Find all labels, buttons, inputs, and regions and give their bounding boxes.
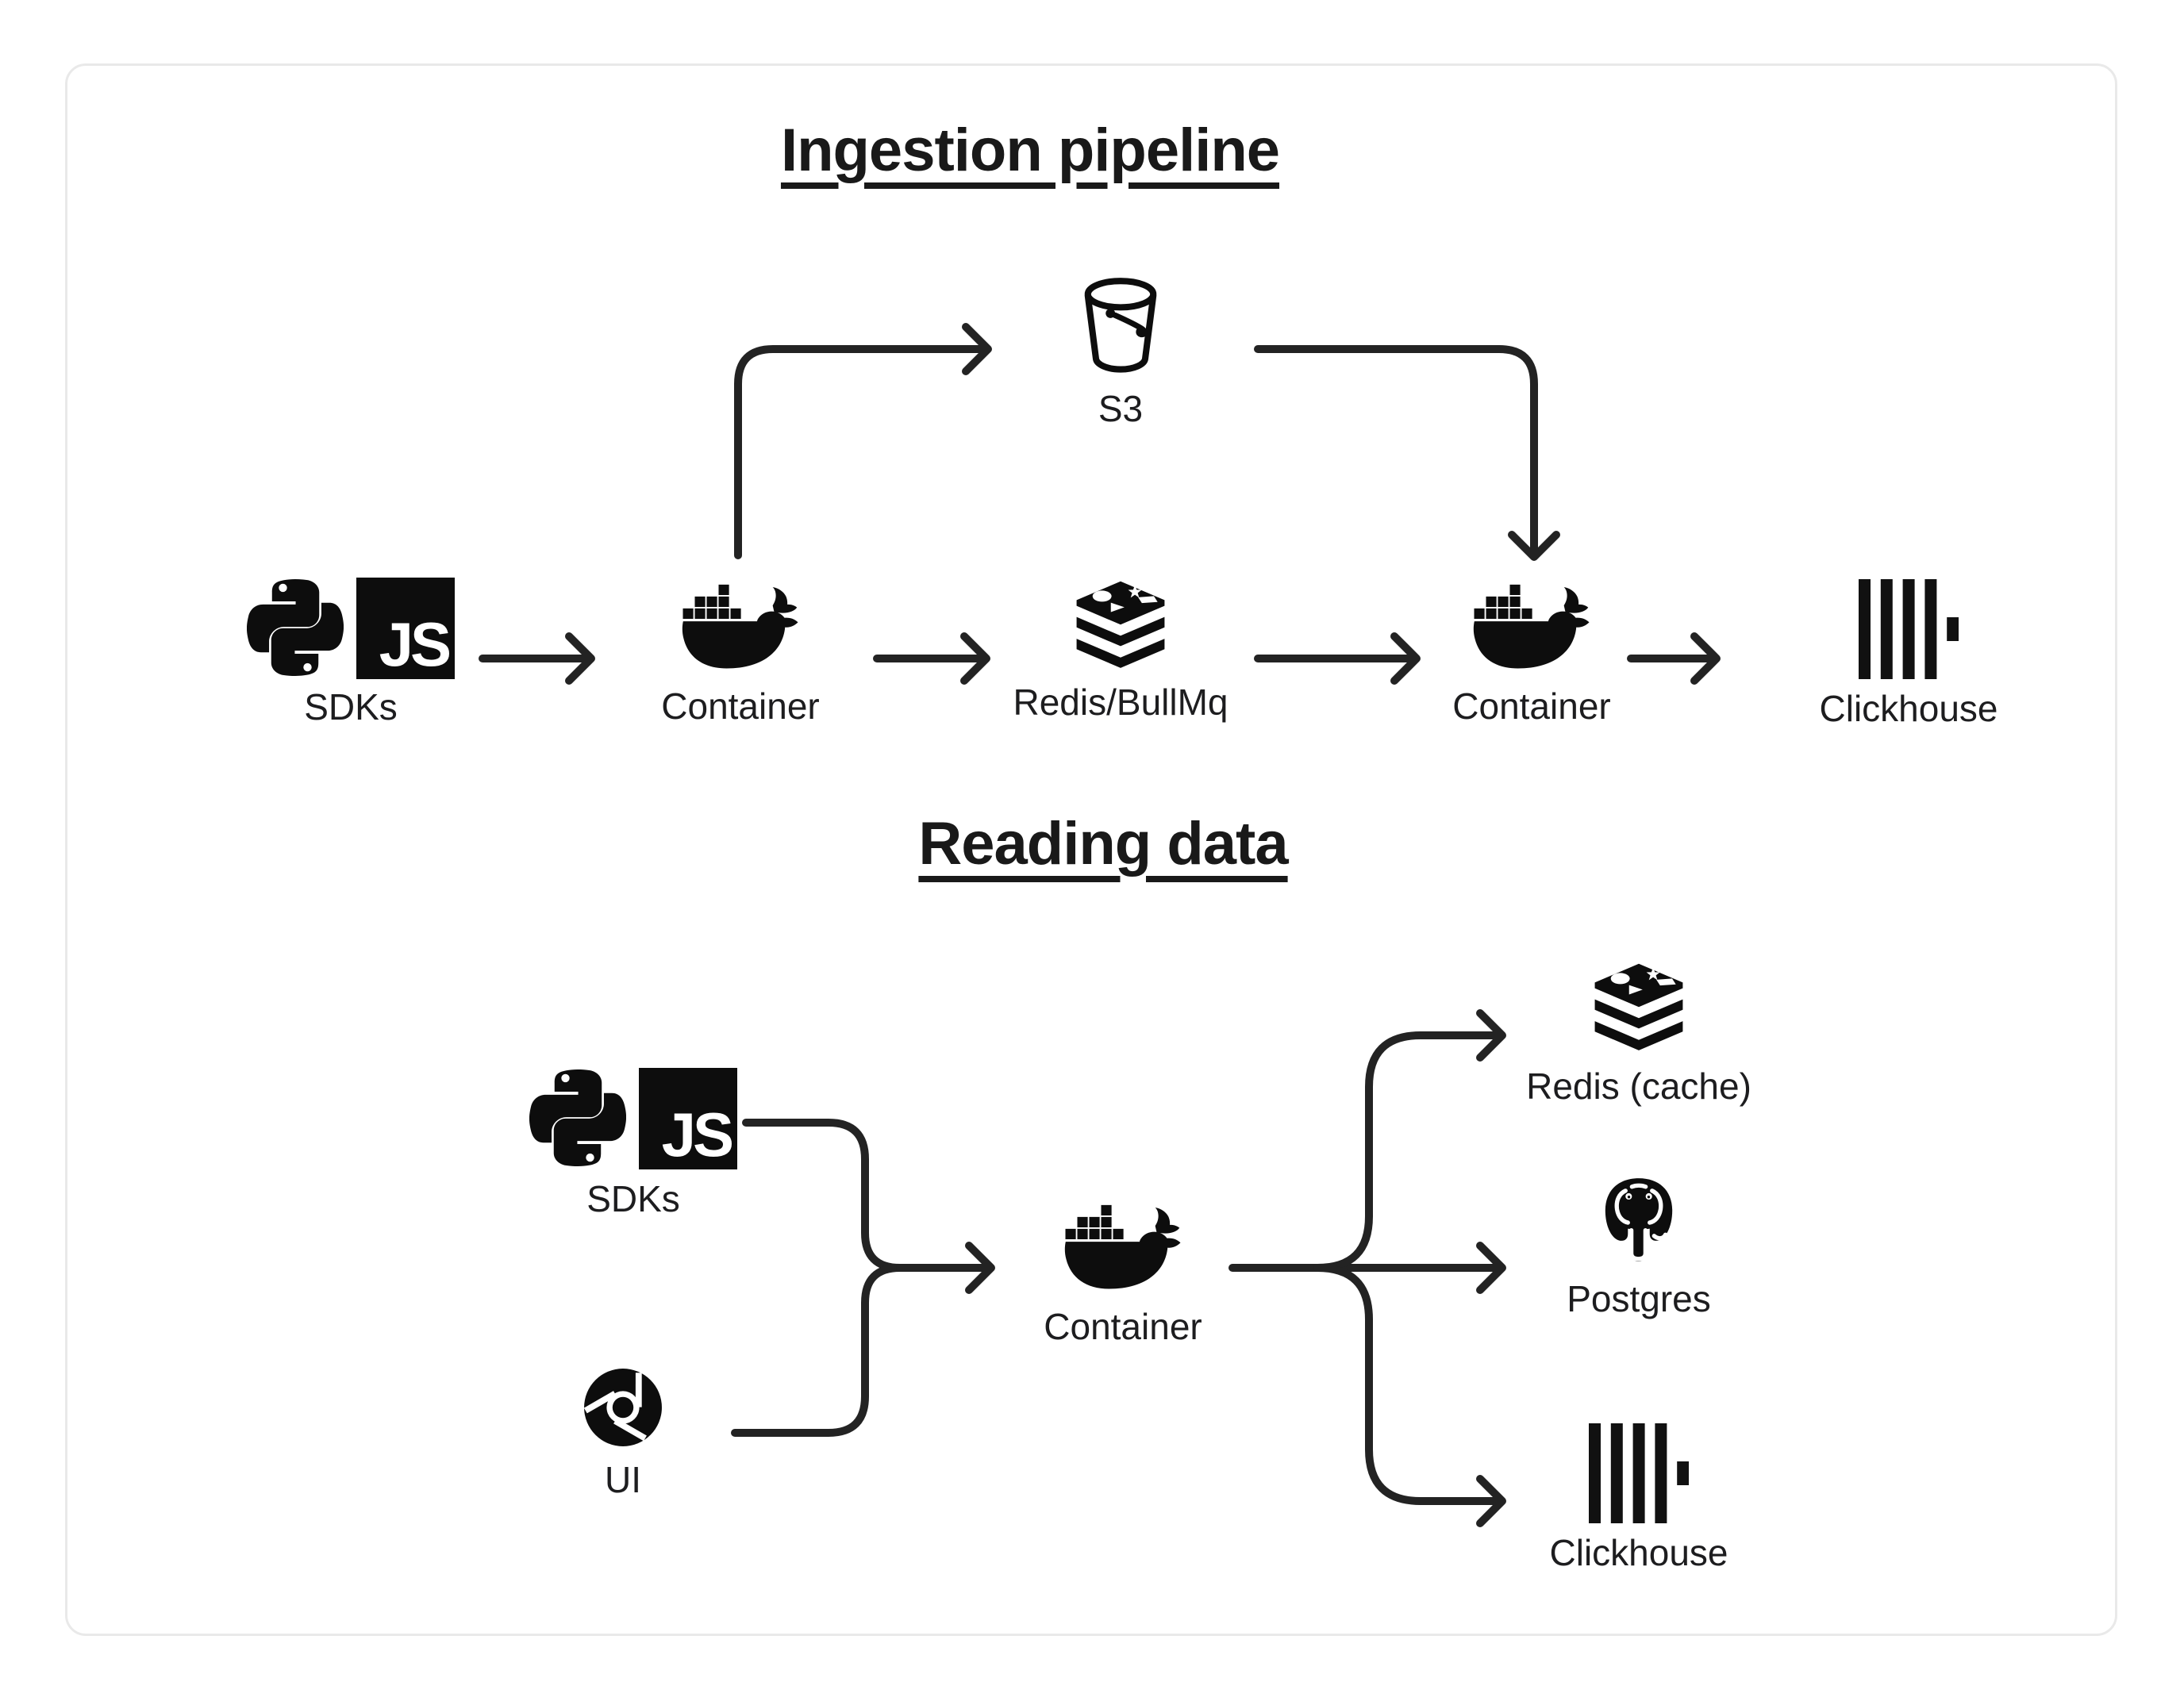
node-label: Clickhouse xyxy=(1549,1532,1728,1573)
node-label: Container xyxy=(661,685,820,727)
node-reading-redis-cache: Redis (cache) xyxy=(1512,960,1766,1107)
javascript-icon: JS xyxy=(639,1068,737,1169)
redis-icon xyxy=(1065,578,1176,671)
node-label: Postgres xyxy=(1567,1278,1711,1319)
redis-icon xyxy=(1583,960,1694,1054)
js-badge-text: JS xyxy=(661,1100,734,1170)
clickhouse-icon xyxy=(1589,1423,1689,1523)
node-label: Container xyxy=(1452,685,1611,727)
node-reading-postgres: Postgres xyxy=(1524,1173,1754,1319)
node-reading-sdks: JS SDKs xyxy=(522,1066,744,1219)
node-label: S3 xyxy=(1098,388,1144,429)
python-icon xyxy=(247,576,344,679)
node-label: Container xyxy=(1044,1306,1202,1347)
s3-bucket-icon xyxy=(1075,276,1166,378)
ingestion-title: Ingestion pipeline xyxy=(780,117,1280,184)
python-icon xyxy=(529,1066,626,1169)
javascript-icon: JS xyxy=(356,578,455,679)
docker-icon xyxy=(1063,1204,1182,1294)
node-ingestion-clickhouse: Clickhouse xyxy=(1798,579,2020,729)
node-reading-ui: UI xyxy=(516,1366,730,1500)
node-reading-clickhouse: Clickhouse xyxy=(1524,1423,1754,1573)
node-ingestion-redis: Redis/BullMq xyxy=(1009,578,1232,723)
docker-icon xyxy=(681,584,800,674)
node-reading-container: Container xyxy=(1012,1204,1234,1347)
node-ingestion-sdks: JS SDKs xyxy=(240,576,462,728)
node-label: SDKs xyxy=(586,1178,680,1219)
reading-title: Reading data xyxy=(918,810,1288,877)
postgres-icon xyxy=(1590,1173,1687,1269)
node-ingestion-container1: Container xyxy=(629,584,852,727)
node-label: Clickhouse xyxy=(1819,688,1998,729)
js-badge-text: JS xyxy=(379,609,452,680)
chrome-icon xyxy=(582,1366,664,1449)
sdks-icons: JS xyxy=(529,1066,737,1169)
clickhouse-icon xyxy=(1859,579,1959,679)
node-label: Redis/BullMq xyxy=(1013,682,1228,723)
sdks-icons: JS xyxy=(247,576,455,679)
node-ingestion-s3: S3 xyxy=(1057,276,1184,429)
node-label: UI xyxy=(605,1459,641,1500)
node-ingestion-container2: Container xyxy=(1421,584,1643,727)
docker-icon xyxy=(1472,584,1591,674)
node-label: Redis (cache) xyxy=(1526,1066,1751,1107)
node-label: SDKs xyxy=(304,686,398,728)
